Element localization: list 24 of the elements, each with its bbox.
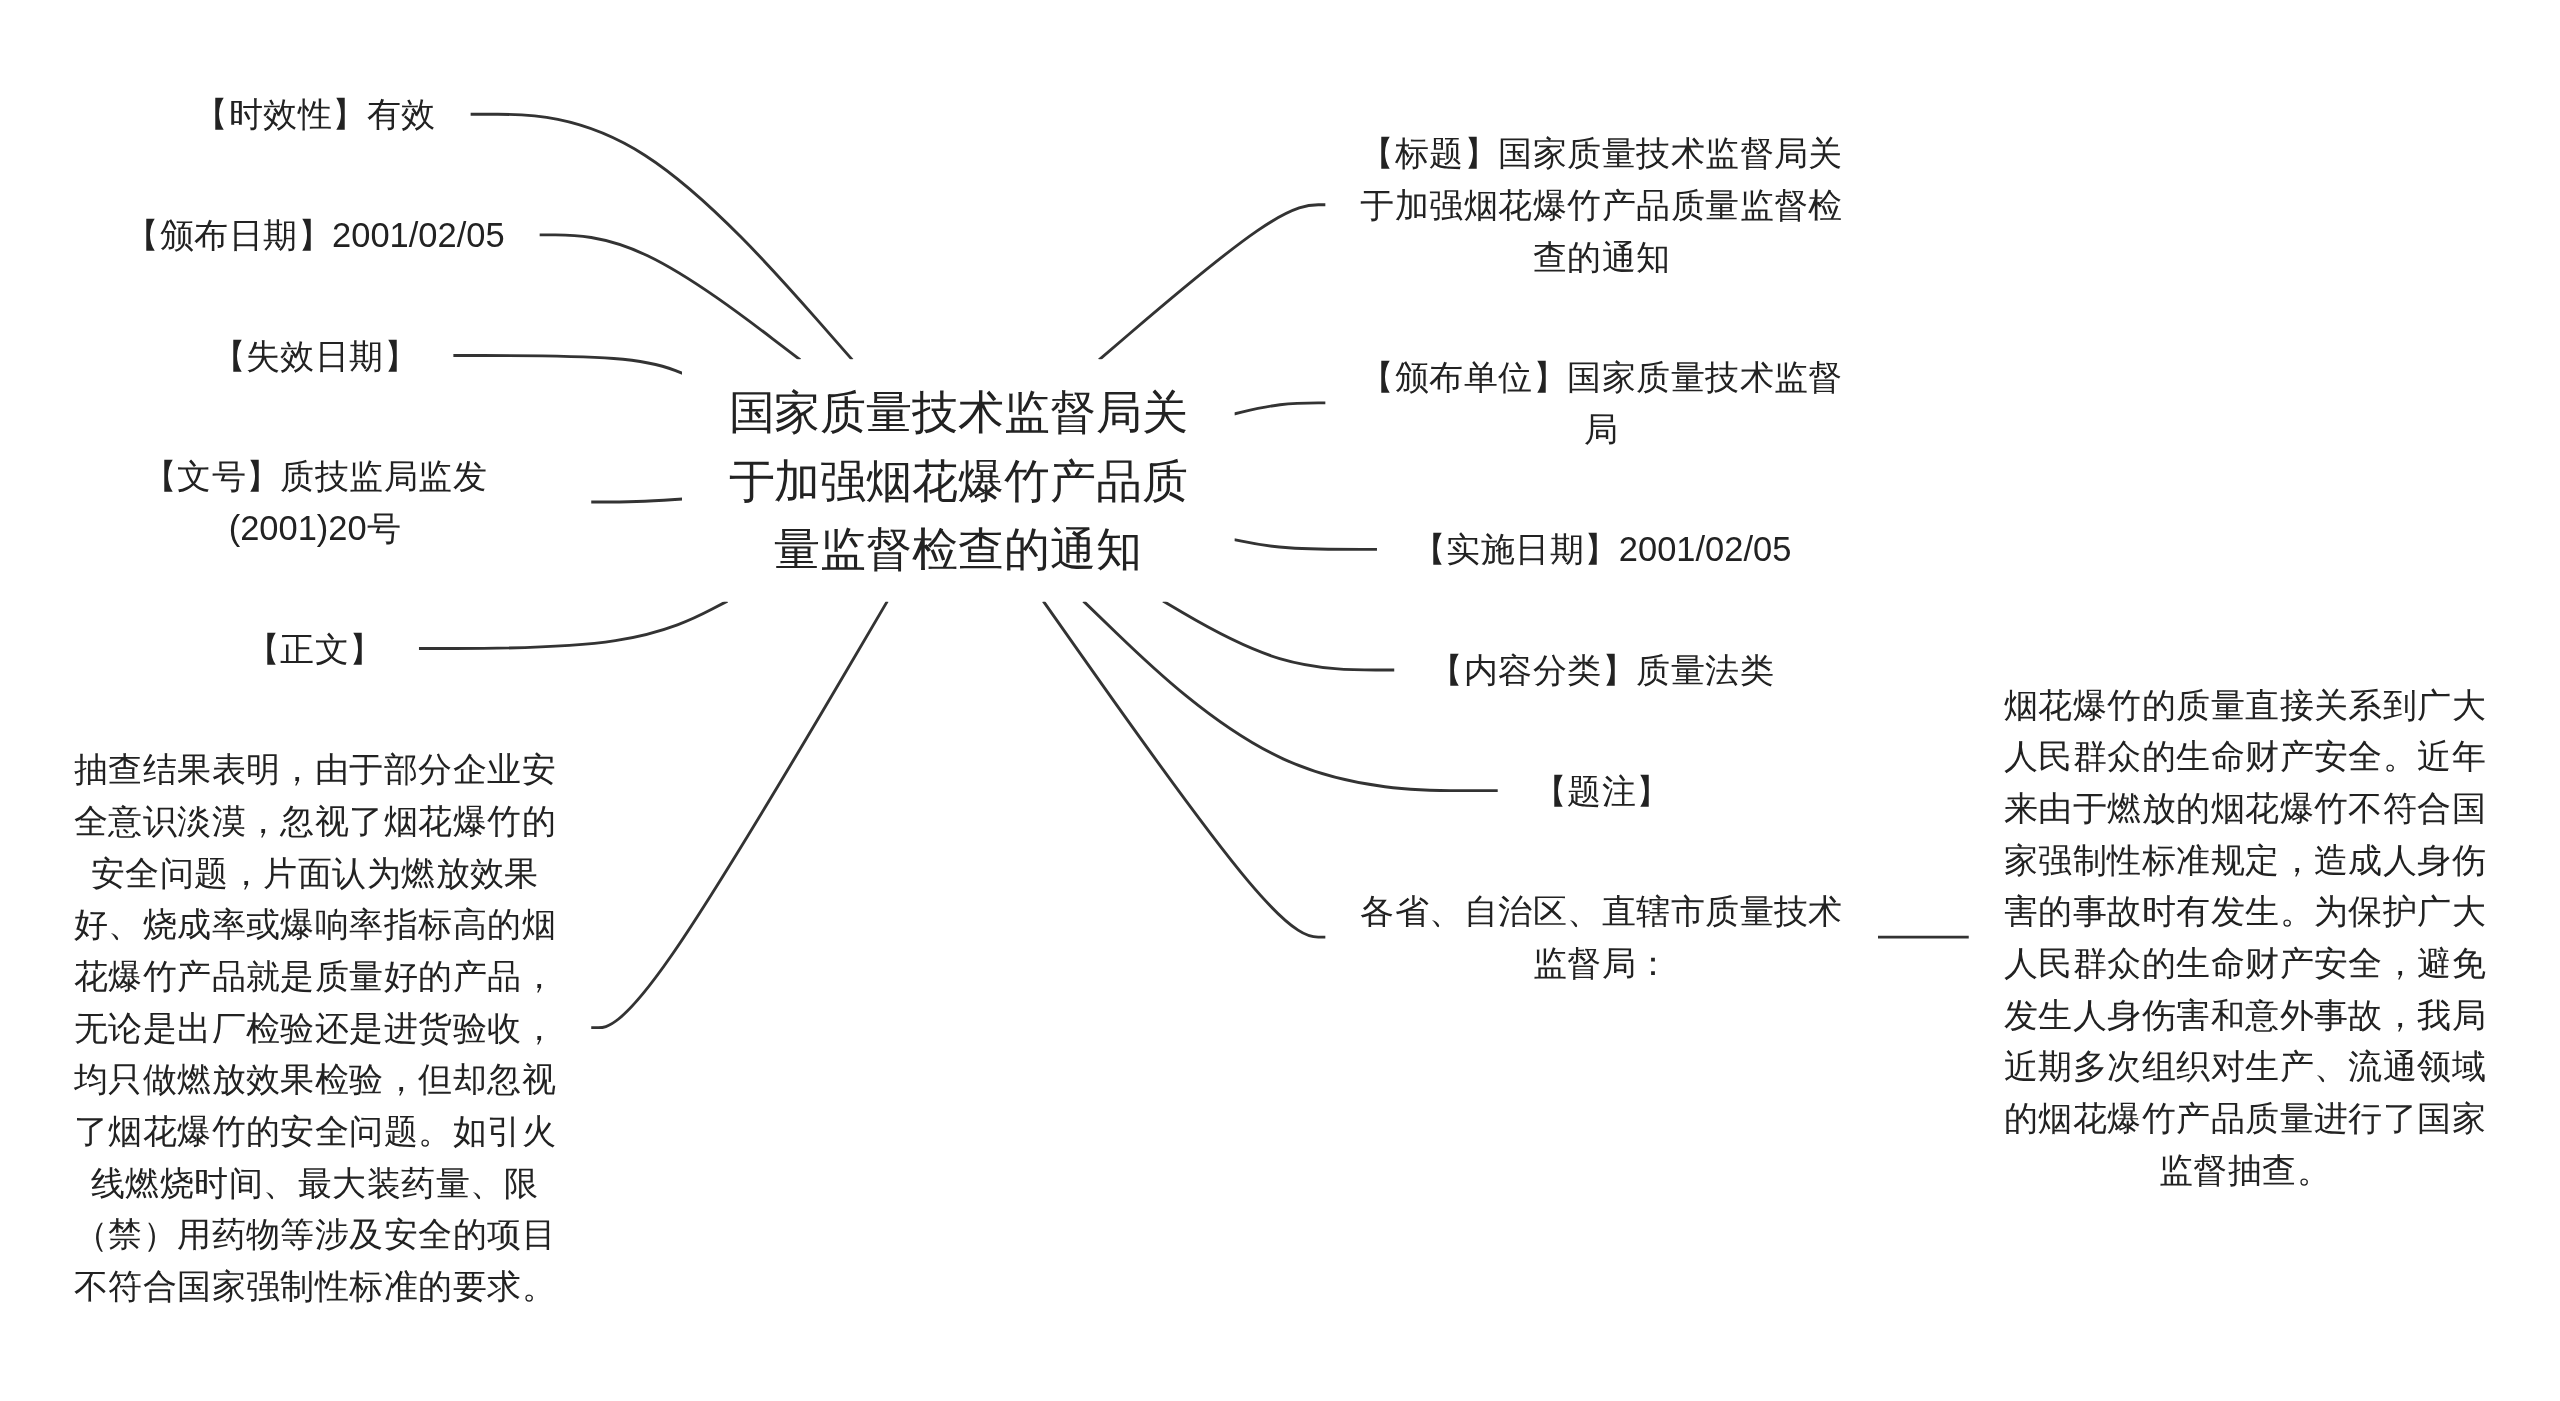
- connector: [470, 113, 854, 362]
- node-text: 【实施日期】2001/02/05: [1412, 530, 1792, 569]
- node-text: 各省、自治区、直辖市质量技术监督局：: [1360, 892, 1843, 983]
- node-text: 抽查结果表明，由于部分企业安全意识淡漠，忽视了烟花爆竹的安全问题，片面认为燃放效果好、烧成率或爆响率指标高的烟花爆竹产品就是质量好的产品，无论是出厂检验还是进货验收，均只做燃放效果检验，但却忽视了烟花爆竹的安全问题。如引火线燃烧时间、最大装药量、限（禁）用药物等涉及安全的项目不符合国家强制性标准的要求。: [73, 750, 557, 1306]
- connector: [1877, 936, 1970, 939]
- connector: [590, 497, 683, 504]
- connector: [1082, 600, 1499, 793]
- node-text: 【时效性】有效: [194, 95, 436, 134]
- connector: [590, 600, 889, 1030]
- node-text: 【失效日期】: [211, 336, 419, 375]
- node-text: 【颁布单位】国家质量技术监督局: [1360, 358, 1843, 449]
- connector: [1162, 600, 1395, 672]
- node-text: 烟花爆竹的质量直接关系到广大人民群众的生命财产安全。近年来由于燃放的烟花爆竹不符合国家强制性标准规定，造成人身伤害的事故时有发生。为保护广大人民群众的生命财产安全，避免发生人身伤害和意外事故，我局近期多次组织对生产、流通领域的烟花爆竹产品质量进行了国家监督抽查。: [2003, 685, 2487, 1190]
- node-text: 【内容分类】质量法类: [1429, 651, 1775, 690]
- connector: [1042, 600, 1326, 939]
- node-text: 【文号】质技监局监发(2001)20号: [142, 457, 488, 548]
- connector: [1098, 203, 1326, 362]
- connector: [539, 233, 802, 362]
- node-text: 国家质量技术监督局关于加强烟花爆竹产品质量监督检查的通知: [728, 386, 1189, 575]
- node-text: 【标题】国家质量技术监督局关于加强烟花爆竹产品质量监督检查的通知: [1360, 134, 1843, 276]
- node-text: 【颁布日期】2001/02/05: [125, 216, 505, 255]
- node-text: 【正文】: [246, 629, 384, 668]
- node-text: 【题注】: [1532, 772, 1671, 810]
- connector: [418, 600, 728, 651]
